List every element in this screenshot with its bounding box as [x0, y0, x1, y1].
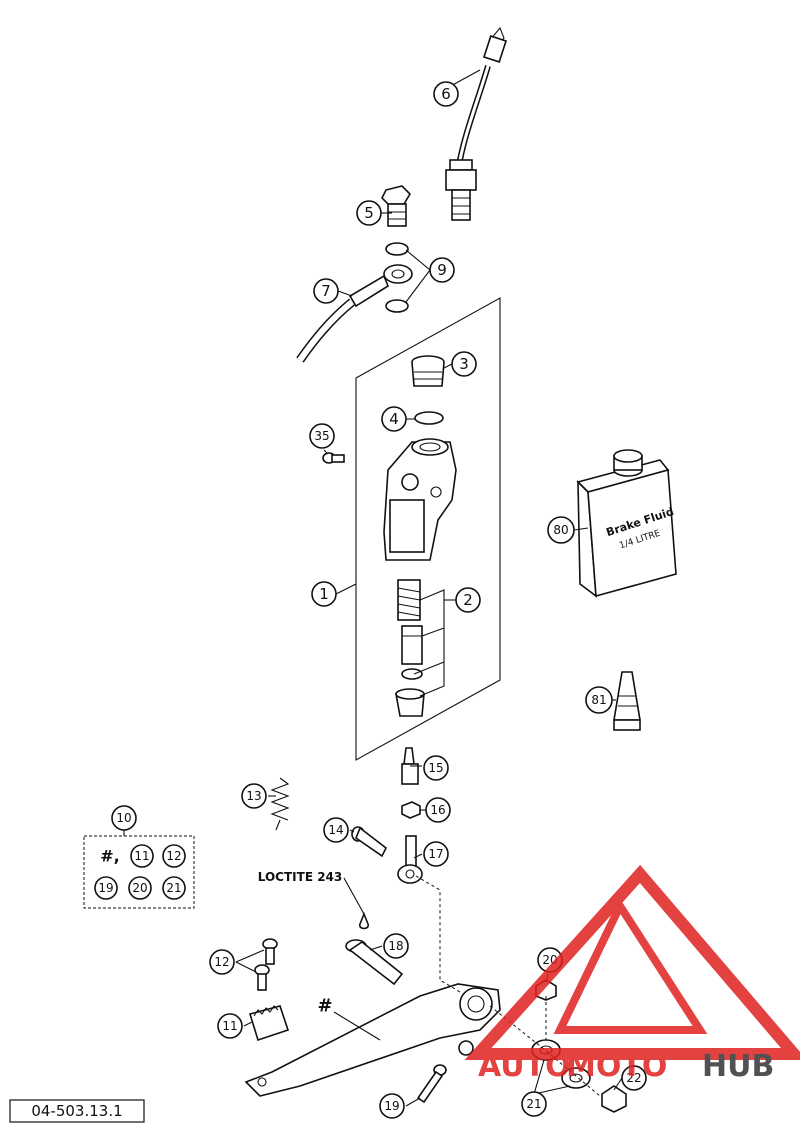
kit-item-21: 21 — [166, 881, 181, 895]
callout-19: 19 — [384, 1099, 399, 1113]
brake-line — [296, 264, 413, 363]
assembly-outline — [355, 297, 501, 761]
watermark-auto: AUTO — [478, 1049, 571, 1084]
drawing-number: 04-503.13.1 — [31, 1102, 122, 1120]
watermark-hub: HUB — [702, 1049, 774, 1084]
sealing-washer-bottom — [385, 299, 409, 313]
kit-item-20: 20 — [132, 881, 147, 895]
hex-nut — [401, 801, 421, 819]
callout-12: 12 — [214, 955, 229, 969]
grease-tube — [613, 671, 641, 731]
loctite-label: LOCTITE 243 — [258, 870, 343, 884]
footpeg-screws — [254, 938, 278, 991]
banjo-bolt — [381, 185, 412, 227]
callout-1: 1 — [319, 585, 329, 603]
callout-7: 7 — [321, 282, 331, 300]
loctite-leader — [343, 877, 365, 915]
piston-kit — [395, 579, 425, 717]
master-cylinder-body — [383, 438, 457, 561]
lever-stop-bolt — [416, 1064, 447, 1104]
loctite-drop — [359, 911, 369, 930]
brake-light-switch — [445, 26, 508, 221]
callout-2: 2 — [463, 591, 473, 609]
reservoir-connector — [411, 355, 445, 387]
small-screw — [322, 452, 345, 464]
pushrod-bolt — [351, 826, 388, 858]
rod-end — [397, 835, 423, 884]
watermark-logo: AUTO MOTO HUB — [464, 864, 800, 1084]
callout-35: 35 — [314, 429, 329, 443]
callout-13: 13 — [246, 789, 261, 803]
callout-21: 21 — [526, 1097, 541, 1111]
assembly-path-rod — [415, 875, 461, 993]
axle-nut — [601, 1085, 627, 1113]
kit-item-11: 11 — [134, 849, 149, 863]
lever-hash: # — [317, 996, 332, 1017]
lever-bolt — [345, 939, 404, 986]
callout-10: 10 — [116, 811, 131, 825]
callout-81: 81 — [591, 693, 606, 707]
callout-18: 18 — [388, 939, 403, 953]
brake-lever — [244, 983, 501, 1097]
callout-6: 6 — [441, 85, 451, 103]
watermark-moto: MOTO — [566, 1049, 667, 1084]
kit-item-12: 12 — [166, 849, 181, 863]
callout-5: 5 — [364, 204, 374, 222]
return-spring — [270, 777, 290, 831]
callout-4: 4 — [389, 410, 399, 428]
kit-bracket — [413, 589, 445, 697]
callout-14: 14 — [328, 823, 343, 837]
bleeder-valve — [401, 747, 419, 785]
callout-17: 17 — [428, 847, 443, 861]
kit-item-19: 19 — [98, 881, 113, 895]
o-ring — [414, 411, 444, 425]
kit-hash: #, — [100, 847, 119, 866]
assembly-path-pivot — [489, 1005, 601, 1097]
callout-16: 16 — [430, 803, 445, 817]
brake-fluid-bottle — [576, 449, 677, 598]
callout-11: 11 — [222, 1019, 237, 1033]
callout-3: 3 — [459, 355, 469, 373]
sealing-washer-top — [385, 242, 409, 256]
drawing-number-box — [9, 1099, 145, 1123]
callout-80: 80 — [553, 523, 568, 537]
lever-tip — [248, 1005, 290, 1042]
callout-15: 15 — [428, 761, 443, 775]
callouts: 6 5 9 7 3 4 35 1 2 80 81 13 15 16 14 17 … — [111, 81, 647, 1119]
callout-9: 9 — [437, 261, 447, 279]
kit-box: #, 11 12 19 20 21 — [83, 835, 195, 909]
callout-22: 22 — [626, 1071, 641, 1085]
